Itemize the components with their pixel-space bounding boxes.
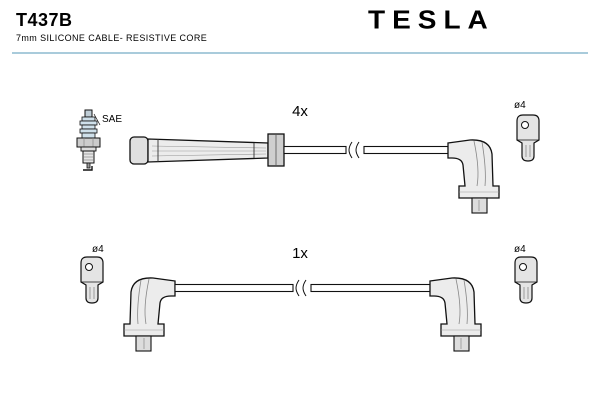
angled-boot-cable-drawing [123,277,482,352]
spark-plug-icon [76,109,101,171]
bottom-left-terminal-diameter-label: ø4 [92,244,104,255]
sae-label: SAE [102,114,122,125]
header-divider [12,52,588,54]
straight-boot-cable-drawing [129,133,500,214]
terminal-connector-icon-top [516,114,540,162]
bottom-quantity-label: 1x [292,245,308,262]
tesla-logo: TESLA [368,5,495,34]
top-terminal-diameter-label: ø4 [514,100,526,111]
product-subtitle: 7mm SILICONE CABLE- RESISTIVE CORE [16,33,208,43]
part-number: T437B [16,10,73,30]
bottom-right-terminal-diameter-label: ø4 [514,244,526,255]
bottom-terminal-left-icon [80,256,104,304]
top-quantity-label: 4x [292,103,308,120]
bottom-terminal-right-icon [514,256,538,304]
